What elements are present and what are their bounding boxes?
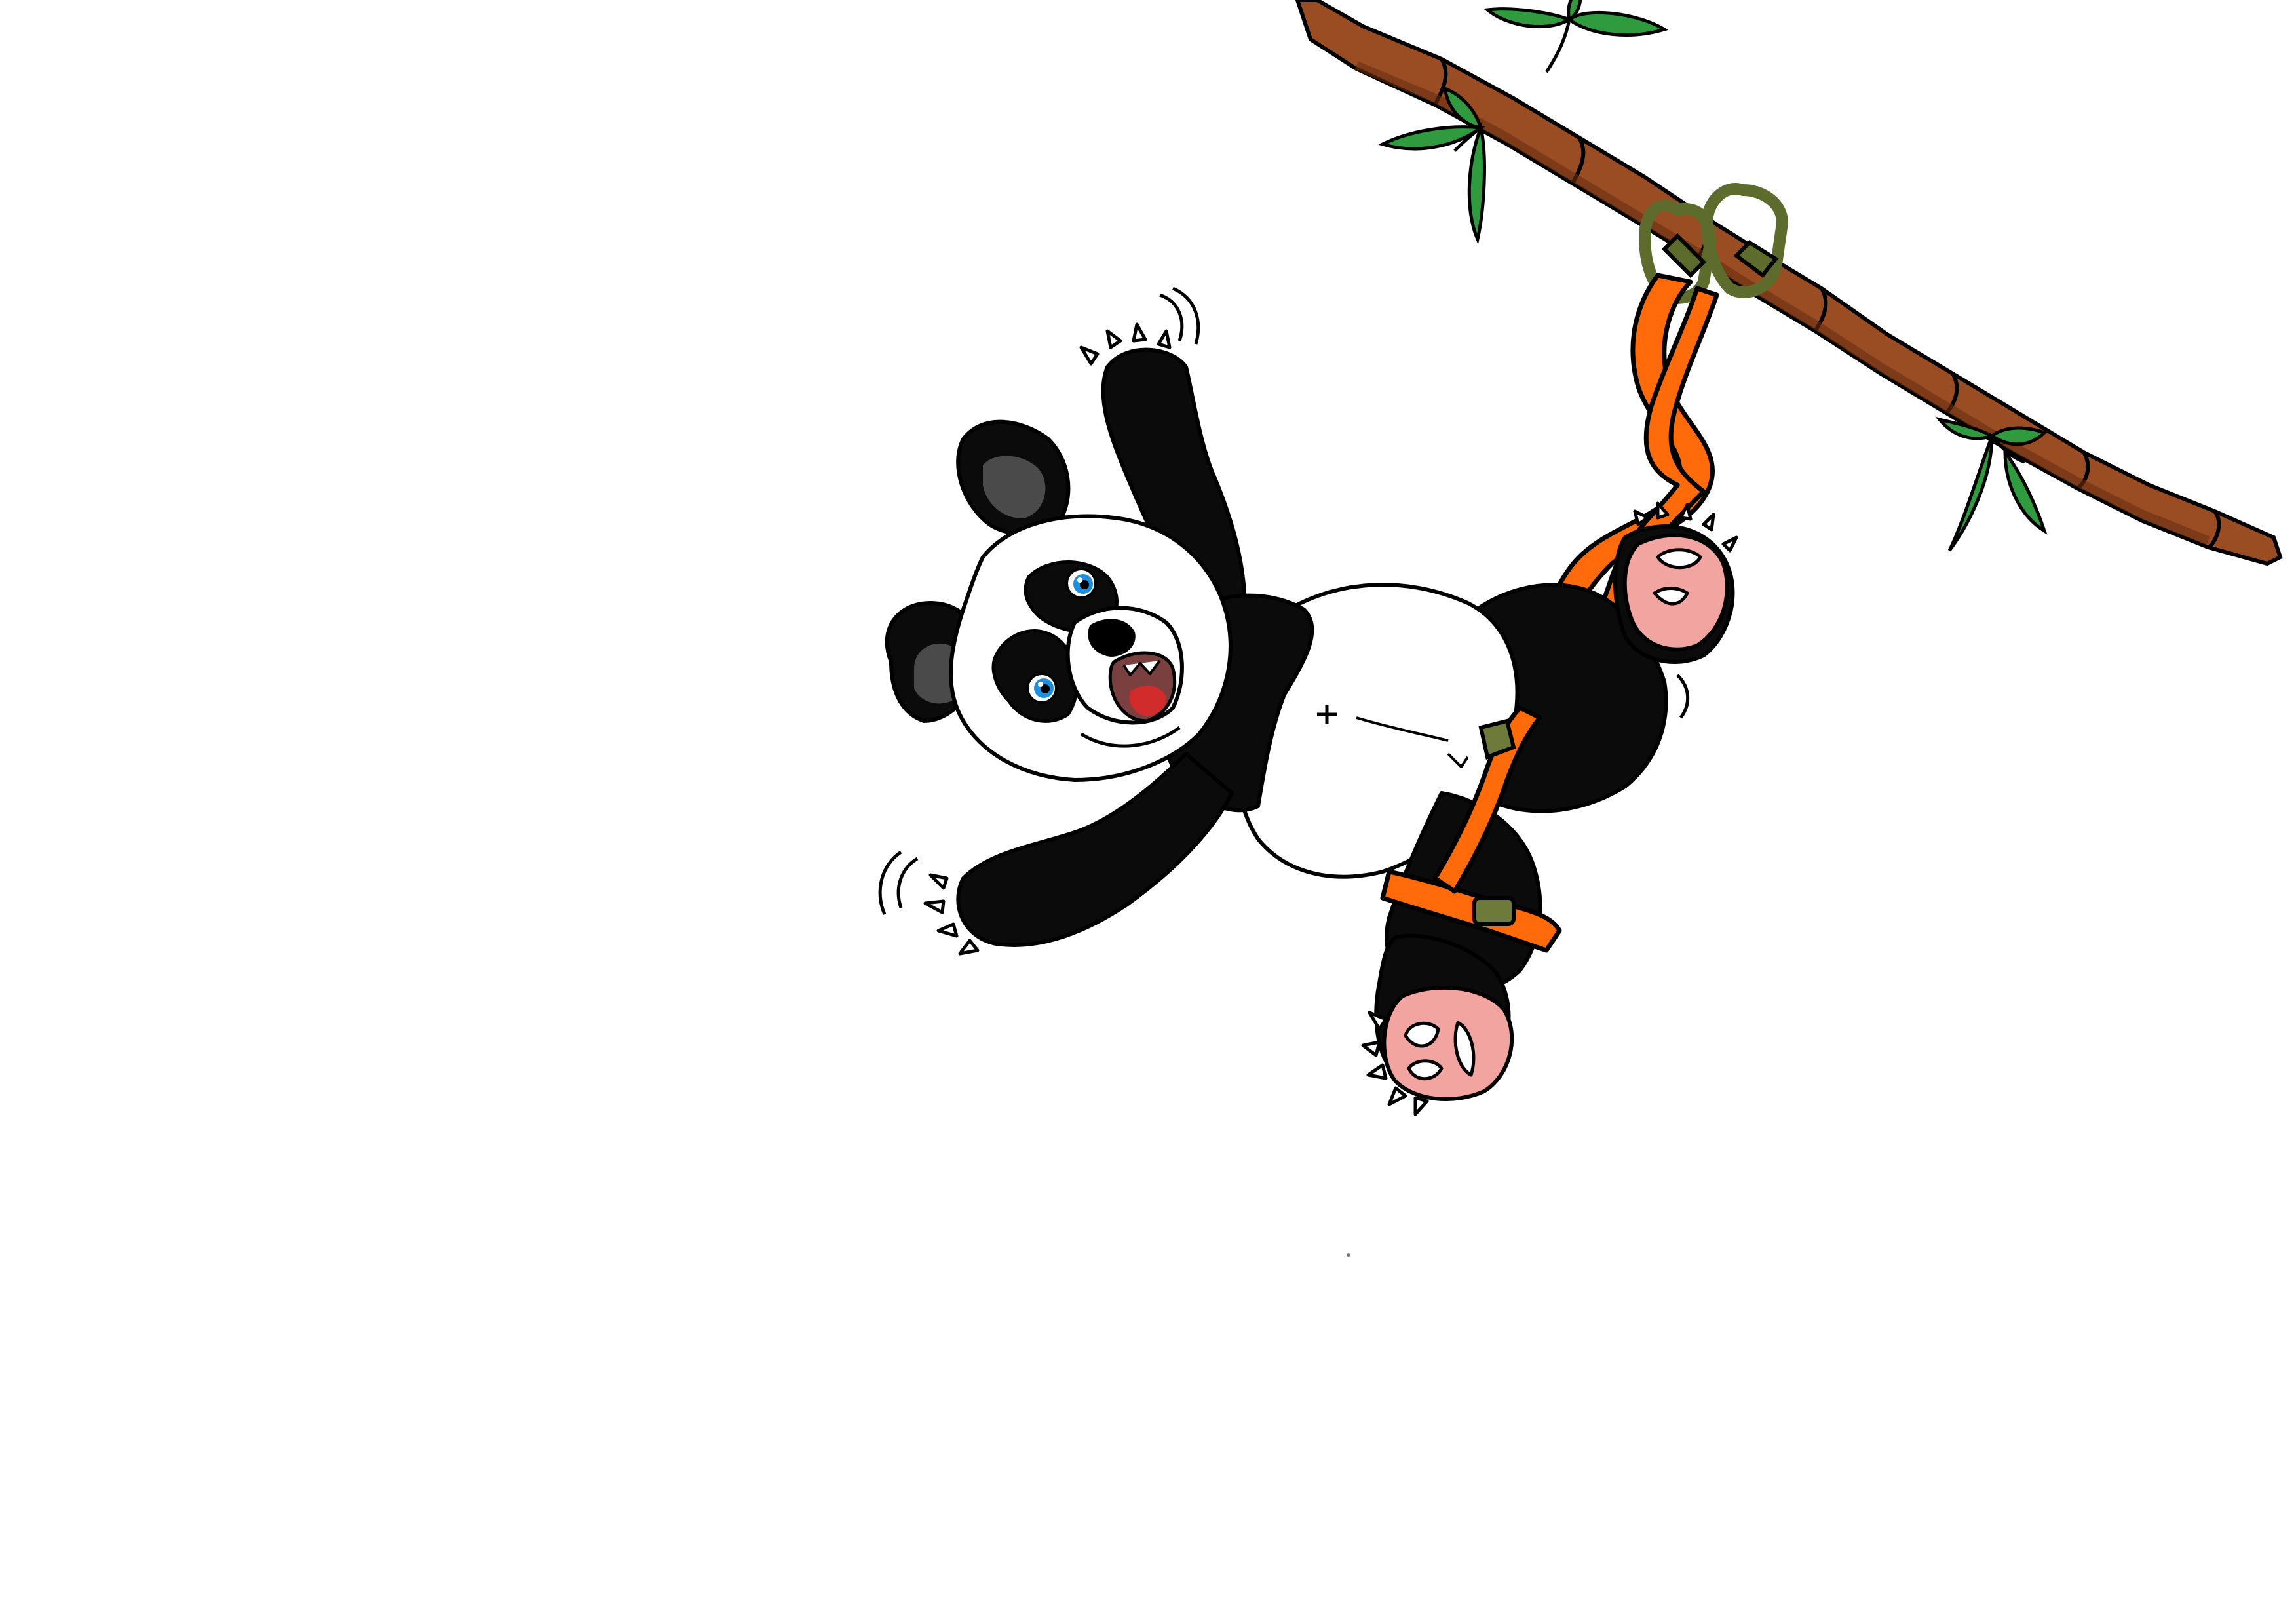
panda-right-paw-toes: [1633, 501, 1738, 553]
branch-stem: [1295, 0, 2283, 566]
panda-eye-highlight: [1038, 682, 1043, 687]
panda-right-arm: [1101, 347, 1247, 618]
leaf: [1567, 0, 1582, 23]
carabiner-gate: [1661, 233, 1707, 279]
belly-mark: [1356, 716, 1449, 742]
panda-nose: [1088, 619, 1136, 657]
leaf: [1378, 125, 1485, 151]
carabiner: [1700, 183, 1789, 298]
leaf: [1442, 86, 1483, 130]
panda-pupil-left: [1041, 684, 1050, 693]
panda-right-paw-marks: [1653, 548, 1702, 606]
panda-chin: [1080, 726, 1181, 748]
motion-line: [878, 850, 902, 915]
panda-left-arm: [956, 752, 1234, 947]
panda-left-claws: [923, 873, 980, 956]
leaf: [1483, 7, 1573, 29]
branch-shading: [1354, 61, 2210, 545]
panda-left-paw-toes: [1361, 1011, 1429, 1116]
carabiner-gate: [1733, 240, 1779, 279]
strap: [1432, 705, 1542, 894]
branch: [1295, 0, 2283, 566]
motion-line: [896, 857, 919, 908]
panda-right-claws: [1079, 322, 1172, 366]
panda-tongue: [1129, 686, 1166, 716]
belly-mark: [1447, 752, 1469, 768]
motion-line: [1172, 286, 1200, 345]
leaf: [1989, 426, 2048, 446]
leaf: [1566, 10, 1669, 37]
leaves: [1378, 0, 2048, 552]
leaf: [1467, 122, 1486, 244]
buckle: [1478, 718, 1516, 760]
buckle: [1472, 896, 1516, 926]
leaf: [1935, 416, 1997, 440]
motion-line: [1676, 674, 1690, 719]
harness-straps-front: [1380, 705, 1562, 953]
leaf-twig: [1991, 435, 2025, 464]
panda-right-ear-inner: [983, 456, 1046, 518]
belly-mark: [1317, 705, 1337, 724]
speck: [1347, 1253, 1350, 1257]
panda-teeth: [1122, 659, 1161, 676]
panda: [878, 286, 1738, 1116]
leaf: [1947, 435, 1994, 552]
panda-eye-highlight: [1077, 577, 1082, 583]
harness-buckles: [1472, 718, 1516, 926]
panda-left-paw-pad: [1382, 985, 1514, 1101]
motion-line: [1159, 293, 1184, 341]
panda-left-paw-marks: [1404, 1021, 1476, 1081]
leaf-twig: [1544, 19, 1571, 73]
panda-pupil-right: [1080, 580, 1089, 589]
leaf: [2003, 447, 2048, 535]
